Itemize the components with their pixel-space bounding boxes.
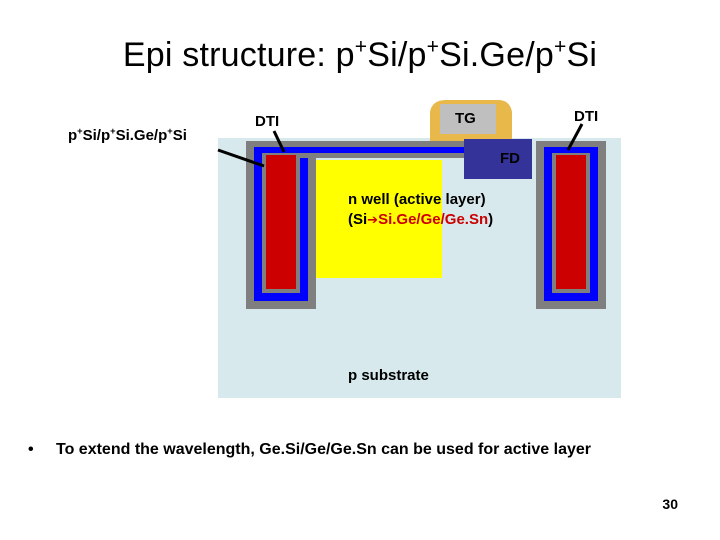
dti-left-label: DTI <box>255 113 280 130</box>
epi-label-part: Si.Ge/p <box>115 127 168 144</box>
bullet-list: • To extend the wavelength, Ge.Si/Ge/Ge.S… <box>28 441 591 459</box>
epi-label-part: Si <box>172 127 187 144</box>
epi-band-gray-over <box>300 153 464 158</box>
dti-left-red <box>266 155 296 289</box>
title-part: + <box>426 35 440 59</box>
bullet-text: To extend the wavelength, Ge.Si/Ge/Ge.Sn… <box>56 441 591 458</box>
title-part: + <box>553 35 567 59</box>
epi-band-blue-over <box>308 147 464 155</box>
n-well-material-part: (Si <box>348 211 368 228</box>
epi-label-part: Si/p <box>82 127 111 144</box>
dti-right-pointer-line <box>566 123 584 151</box>
n-well-material-part: Si.Ge/Ge/Ge.Sn <box>378 211 489 228</box>
epi-label-part: + <box>77 126 83 136</box>
tg-label: TG <box>455 110 476 127</box>
dti-right-red <box>556 155 586 289</box>
epi-label: p+Si/p+Si.Ge/p+Si <box>68 126 187 144</box>
epi-label-part: + <box>110 126 116 136</box>
epi-label-part: + <box>167 126 173 136</box>
n-well-region <box>316 160 442 278</box>
slide-title: Epi structure: p+Si/p+Si.Ge/p+Si <box>0 36 720 75</box>
page-number: 30 <box>662 496 678 512</box>
title-part: + <box>354 35 368 59</box>
p-substrate-label: p substrate <box>348 367 429 384</box>
arrow-icon: ➔ <box>367 212 379 227</box>
bullet-marker: • <box>28 441 34 458</box>
title-part: Si <box>566 36 598 74</box>
tg-box <box>440 104 496 134</box>
title-part: Epi structure: p <box>122 36 355 74</box>
fd-label: FD <box>500 150 520 167</box>
dti-left-pointer-line <box>272 130 286 153</box>
dti-right-label: DTI <box>574 108 599 125</box>
n-well-material-part: ) <box>488 211 494 228</box>
n-well-material-label: (Si➔Si.Ge/Ge/Ge.Sn) <box>348 211 493 228</box>
epi-pointer-line <box>217 148 265 168</box>
n-well-label: n well (active layer) <box>348 191 486 208</box>
epi-label-part: p <box>68 127 78 144</box>
title-part: Si/p <box>367 36 427 74</box>
fd-region <box>464 139 532 179</box>
title-part: Si.Ge/p <box>439 36 554 74</box>
